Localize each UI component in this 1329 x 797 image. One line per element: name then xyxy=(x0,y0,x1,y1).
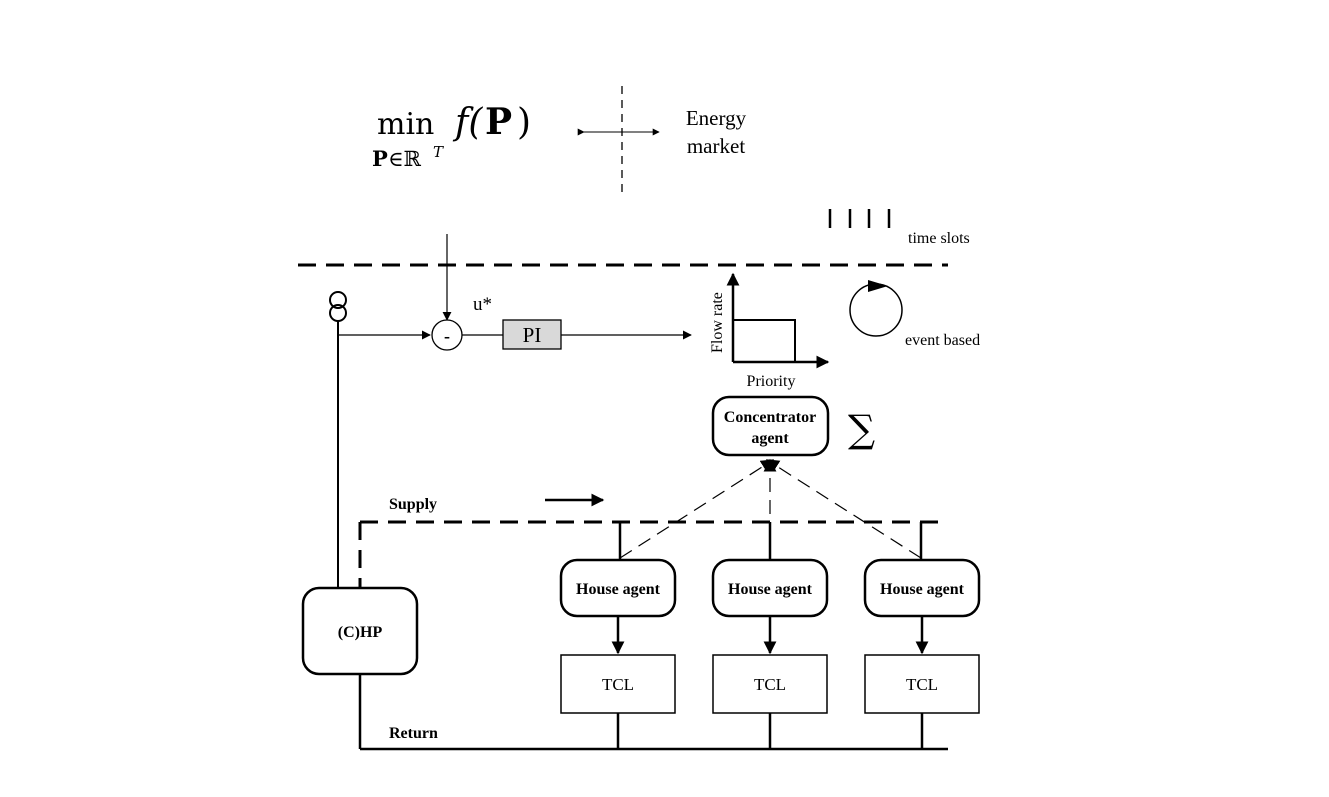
energy-market-label-1: Energy xyxy=(686,106,747,130)
formula-subscript-set: ∈ℝ xyxy=(388,147,422,171)
formula-close: ) xyxy=(517,102,531,143)
concentrator-label-1: Concentrator xyxy=(724,409,816,426)
pi-controller-label: PI xyxy=(523,323,542,347)
house-3-agent-label: House agent xyxy=(880,581,965,598)
return-label: Return xyxy=(389,725,438,742)
formula-function: f( xyxy=(452,102,483,143)
bid-arrow-house-3 xyxy=(765,459,922,559)
chart-y-label: Flow rate xyxy=(709,292,726,353)
concentrator-label-2: agent xyxy=(751,430,789,447)
chart-step-curve xyxy=(733,319,796,362)
house-1-agent-label: House agent xyxy=(576,581,661,598)
sensor-icon-top xyxy=(329,291,347,309)
house-3: House agent TCL xyxy=(863,522,981,749)
event-based-icon xyxy=(849,283,903,337)
pi-controller-box xyxy=(502,319,562,350)
energy-market-label-2: market xyxy=(687,134,745,158)
priority-chart: Flow rate Priority xyxy=(709,272,830,390)
house-3-tcl-label: TCL xyxy=(906,675,938,694)
house-2: House agent TCL xyxy=(711,522,829,749)
bid-arrow-house-1 xyxy=(619,459,775,559)
chart-x-label: Priority xyxy=(747,373,796,390)
formula-argument: P xyxy=(485,101,512,143)
chp-plant-label: (C)HP xyxy=(338,624,383,641)
sum-symbol: ∑ xyxy=(848,407,875,451)
supply-label: Supply xyxy=(389,496,437,513)
formula-min: min xyxy=(377,107,434,142)
house-3-tcl-box xyxy=(864,654,980,714)
optimization-formula: min f( P ) P ∈ℝ T xyxy=(372,101,531,171)
time-slots-icon xyxy=(828,209,891,228)
event-based-label: event based xyxy=(905,332,980,349)
house-2-tcl-box xyxy=(712,654,828,714)
house-2-tcl-label: TCL xyxy=(754,675,786,694)
event-based-arrowhead xyxy=(868,280,888,292)
house-1-tcl-label: TCL xyxy=(602,675,634,694)
house-1-tcl-box xyxy=(560,654,676,714)
formula-subscript-var: P xyxy=(372,146,388,171)
formula-subscript-exponent: T xyxy=(433,143,444,161)
comparator-sign: - xyxy=(444,326,450,346)
time-slots-label: time slots xyxy=(908,230,970,247)
house-1: House agent TCL xyxy=(559,522,677,749)
concentrator-agent-box xyxy=(711,395,830,457)
house-2-agent-label: House agent xyxy=(728,581,813,598)
setpoint-label: u* xyxy=(473,294,492,315)
